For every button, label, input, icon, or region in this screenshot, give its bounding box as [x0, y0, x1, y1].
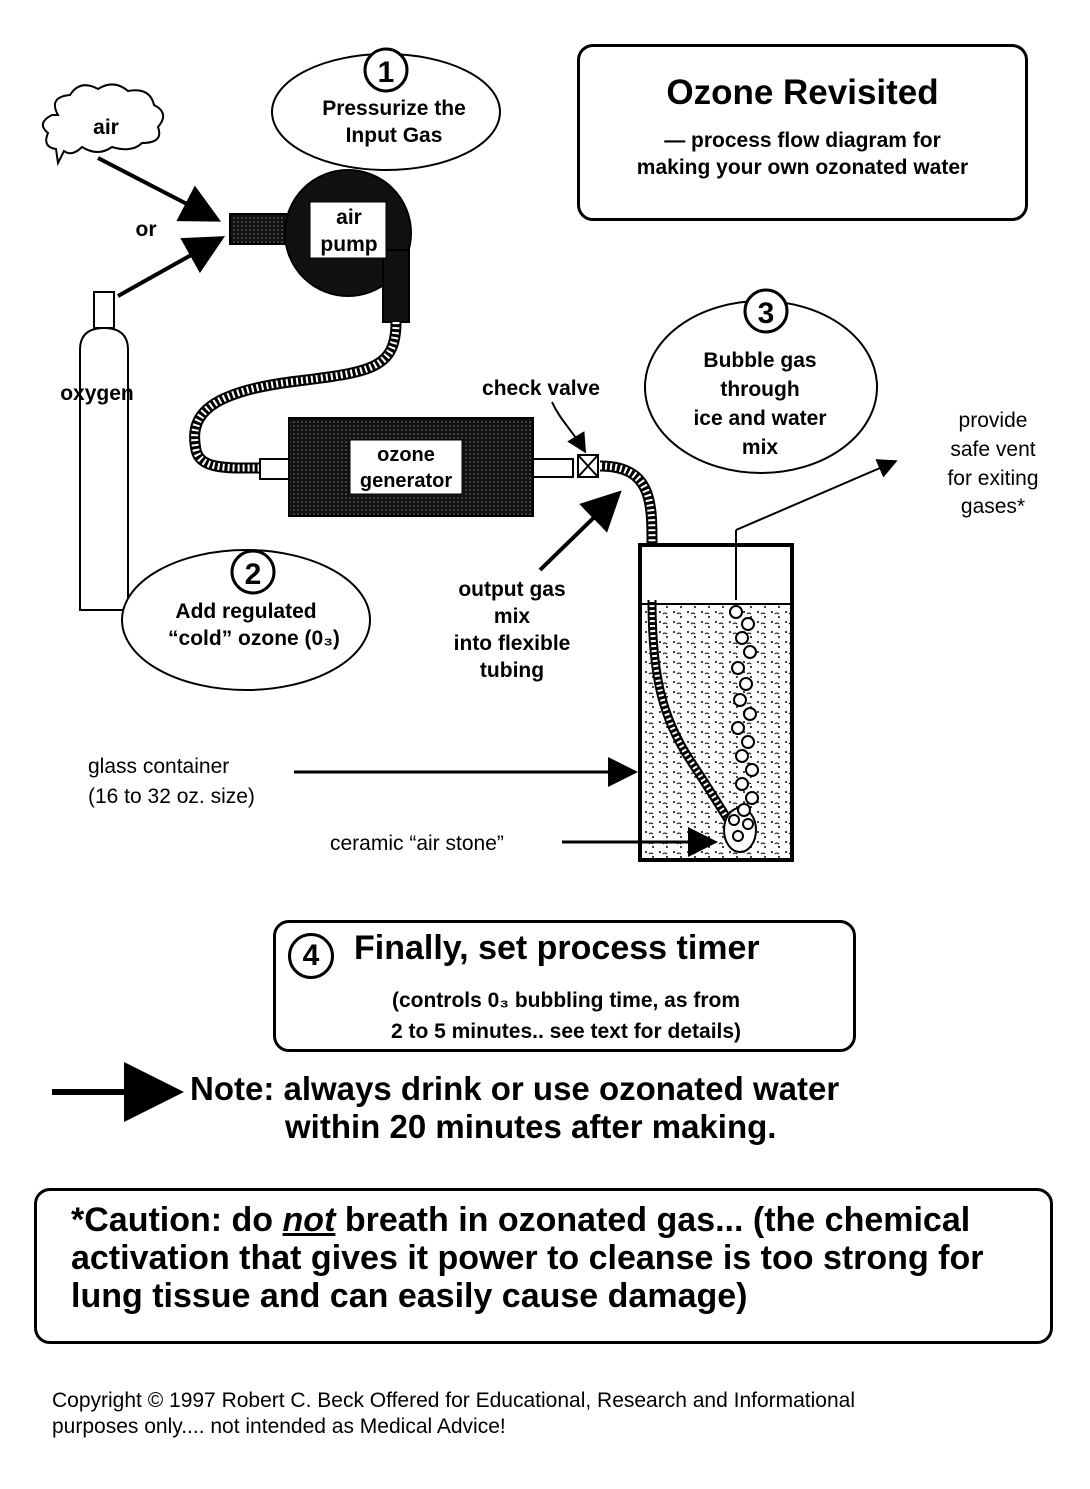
check-valve-label: check valve — [482, 377, 600, 400]
copyright-line1: Copyright © 1997 Robert C. Beck Offered … — [52, 1389, 856, 1412]
step-1-number: 1 — [378, 56, 395, 89]
glass-label-line2: (16 to 32 oz. size) — [88, 785, 255, 808]
vent-label-line3: for exiting — [947, 467, 1038, 490]
oxygen-arrow — [117, 236, 225, 298]
subtitle-line2: making your own ozonated water — [636, 156, 969, 179]
step-4-detail-line2: 2 to 5 minutes.. see text for details) — [390, 1020, 742, 1043]
step-2-number: 2 — [245, 558, 262, 591]
air-stone-label: ceramic “air stone” — [330, 832, 504, 855]
air-pump-label-line1: air — [336, 206, 362, 229]
check-valve — [577, 454, 599, 478]
step-4-title: Finally, set process timer — [354, 929, 760, 967]
step-2-text-line2: “cold” ozone (0₃) — [168, 627, 340, 650]
bubbles — [728, 605, 759, 842]
step-1-bubble: 1 Pressurize the Input Gas — [271, 47, 501, 171]
step-3-number-circle — [743, 288, 789, 334]
note-line2: within 20 minutes after making. — [285, 1108, 777, 1145]
generator-inlet — [259, 458, 291, 480]
copyright-line2: purposes only.... not intended as Medica… — [52, 1415, 506, 1438]
step-3-text-line4: mix — [742, 436, 779, 459]
ozone-generator-label-line1: ozone — [377, 444, 435, 466]
vent-arrow — [735, 459, 898, 531]
subtitle: — process flow diagram for making your o… — [580, 127, 1025, 181]
glass-container — [638, 459, 898, 862]
oxygen-tank: oxygen — [60, 291, 134, 611]
output-label-line1: output gas — [458, 578, 565, 601]
input-tubing — [189, 321, 402, 474]
output-gas-arrow — [538, 490, 622, 572]
step-3-text-line3: ice and water — [693, 407, 826, 430]
generator-outlet — [532, 458, 574, 478]
air-pump-label-line2: pump — [320, 233, 377, 256]
step-3-number: 3 — [758, 297, 775, 330]
title-box: Ozone Revisited — process flow diagram f… — [577, 44, 1028, 221]
title: Ozone Revisited — [666, 73, 939, 112]
step-3-bubble: 3 Bubble gas through ice and water mix — [644, 288, 878, 474]
step-1-text-line1: Pressurize the — [322, 97, 466, 120]
oxygen-label: oxygen — [60, 382, 134, 405]
step-4-detail-line1: (controls 0₃ bubbling time, as from — [391, 989, 741, 1012]
vent-label-line4: gases* — [961, 495, 1025, 518]
subtitle-line1: — process flow diagram for — [664, 129, 941, 152]
ice-water-mix — [642, 604, 790, 858]
ozone-generator-label-line2: generator — [360, 470, 452, 492]
note: Note: always drink or use ozonated water… — [190, 1070, 970, 1146]
step-3-text-line2: through — [720, 378, 799, 401]
copyright: Copyright © 1997 Robert C. Beck Offered … — [52, 1388, 1052, 1440]
air-pump: air pump — [229, 169, 412, 323]
caution-box: *Caution: do not breath in ozonated gas.… — [34, 1188, 1053, 1344]
step-4-box: 4 Finally, set process timer (controls 0… — [273, 920, 856, 1052]
vent-label-line1: provide — [959, 409, 1028, 432]
or-label: or — [136, 218, 157, 241]
step-3-text-line1: Bubble gas — [703, 349, 816, 372]
check-valve-pointer — [551, 401, 587, 454]
step-2-number-circle — [230, 549, 276, 595]
air-cloud: air — [41, 83, 165, 167]
output-label-line4: tubing — [480, 659, 544, 682]
note-line1: Note: always drink or use ozonated water — [190, 1070, 840, 1107]
glass-label-line1: glass container — [88, 755, 229, 778]
pump-outlet — [382, 249, 410, 323]
step-2-text-line1: Add regulated — [175, 600, 316, 623]
ozone-generator: ozone generator — [259, 417, 574, 517]
caution-prefix: *Caution: do — [71, 1201, 283, 1239]
caution-text: *Caution: do not breath in ozonated gas.… — [71, 1201, 1046, 1315]
step-1-number-circle — [363, 47, 409, 93]
air-arrow — [97, 156, 222, 222]
vent-label-line2: safe vent — [950, 438, 1035, 461]
step-4-number: 4 — [288, 933, 334, 979]
output-label-line3: into flexible — [454, 632, 571, 655]
caution-emphasis: not — [282, 1201, 336, 1239]
output-label-line2: mix — [494, 605, 531, 628]
caution-rest: breath in ozonated gas... (the chemical … — [71, 1201, 984, 1315]
air-label: air — [93, 116, 119, 139]
step-2-bubble: 2 Add regulated “cold” ozone (0₃) — [121, 549, 371, 691]
step-4-detail: (controls 0₃ bubbling time, as from 2 to… — [316, 985, 816, 1047]
step-1-text-line2: Input Gas — [346, 124, 443, 147]
